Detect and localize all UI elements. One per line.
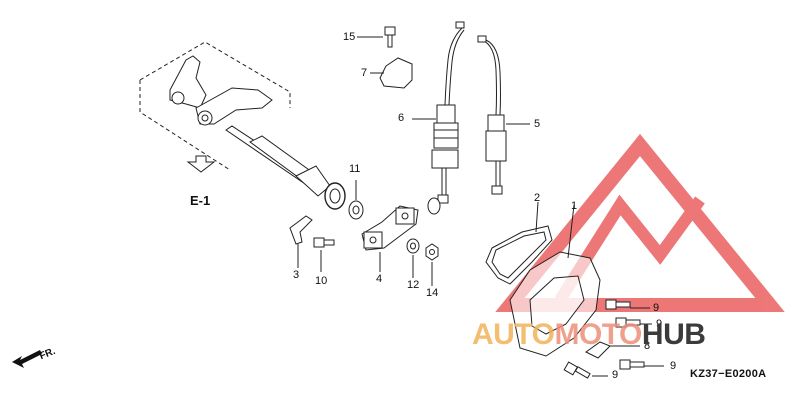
bracket-7 bbox=[370, 57, 413, 89]
plate-3 bbox=[289, 215, 313, 268]
callout-5[interactable]: 5 bbox=[534, 118, 541, 130]
bolt-9a bbox=[605, 299, 650, 310]
bolt-9d bbox=[563, 361, 608, 379]
bolt-9c bbox=[619, 359, 664, 370]
watermark-text-hub: HUB bbox=[641, 318, 706, 351]
callout-15[interactable]: 15 bbox=[343, 31, 356, 43]
nut-14 bbox=[425, 243, 439, 286]
part-code-label: KZ37−E0200A bbox=[690, 368, 767, 380]
cable-6 bbox=[412, 21, 465, 204]
shift-lever-group bbox=[139, 41, 346, 210]
watermark-logo-icon bbox=[495, 133, 785, 312]
callout-1[interactable]: 1 bbox=[571, 200, 578, 212]
bolt-15 bbox=[357, 26, 396, 48]
callout-8[interactable]: 8 bbox=[644, 340, 651, 352]
cable-5 bbox=[477, 35, 530, 195]
callout-9-d[interactable]: 9 bbox=[612, 369, 619, 381]
joint-4 bbox=[361, 197, 441, 272]
callout-10[interactable]: 10 bbox=[315, 275, 328, 287]
callout-11[interactable]: 11 bbox=[349, 163, 361, 175]
cover-1 bbox=[509, 204, 601, 357]
callout-9-b[interactable]: 9 bbox=[656, 318, 663, 330]
callout-4[interactable]: 4 bbox=[376, 273, 383, 285]
gasket-2 bbox=[485, 201, 553, 285]
callout-3[interactable]: 3 bbox=[293, 269, 300, 281]
front-arrow-icon bbox=[12, 350, 42, 368]
washer-11 bbox=[348, 180, 364, 220]
callout-9-a[interactable]: 9 bbox=[653, 302, 660, 314]
callout-12[interactable]: 12 bbox=[407, 279, 420, 291]
callout-7[interactable]: 7 bbox=[361, 67, 368, 79]
watermark-text-auto: AUTO bbox=[472, 318, 555, 351]
callout-14[interactable]: 14 bbox=[426, 287, 439, 299]
bolt-10 bbox=[313, 237, 335, 272]
callout-2[interactable]: 2 bbox=[534, 192, 541, 204]
washer-12 bbox=[406, 238, 420, 278]
callout-9-c[interactable]: 9 bbox=[670, 360, 677, 372]
watermark-wordmark: AUTOMOTOHUB bbox=[472, 318, 706, 352]
reference-arrow-icon bbox=[186, 155, 216, 173]
watermark-text-moto: MOTO bbox=[554, 318, 642, 351]
bolt-9b bbox=[615, 317, 652, 328]
clip-8 bbox=[585, 341, 640, 359]
callout-6[interactable]: 6 bbox=[398, 112, 405, 124]
reference-section-label[interactable]: E-1 bbox=[190, 193, 211, 208]
